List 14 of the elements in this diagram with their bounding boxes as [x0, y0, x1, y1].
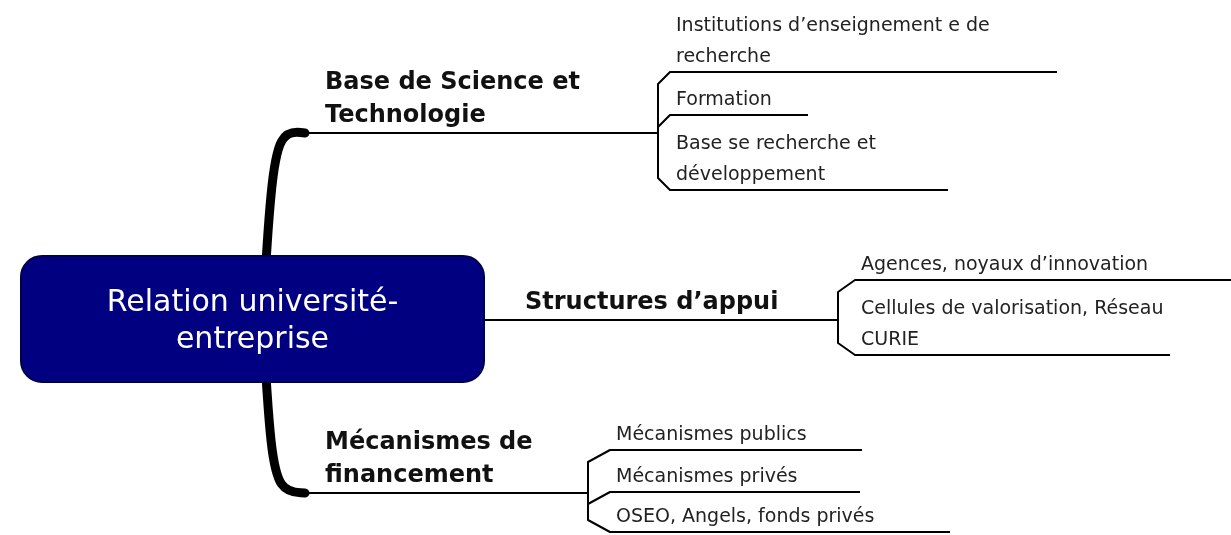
topic-text: Institutions d’enseignement e de recherche — [675, 12, 991, 68]
topic-text: Formation — [675, 85, 773, 111]
topic-text: Base de Science et Technologie — [324, 66, 581, 130]
topic-text: Mécanismes publics — [615, 420, 808, 446]
topic-text: Agences, noyaux d’innovation — [860, 250, 1150, 276]
central-topic-box — [20, 255, 485, 383]
topic-text: Mécanismes de financement — [324, 426, 534, 490]
topic-text: OSEO, Angels, fonds privés — [615, 502, 876, 528]
topic-text: Structures d’appui — [524, 285, 780, 317]
topic-text: Base se recherche et développement — [675, 130, 877, 186]
topic-text: Relation université-entreprise — [105, 281, 400, 357]
topic-text: Cellules de valorisation, Réseau CURIE — [860, 295, 1165, 351]
topic-text: Mécanismes privés — [615, 462, 799, 488]
connector-line — [484, 319, 506, 321]
